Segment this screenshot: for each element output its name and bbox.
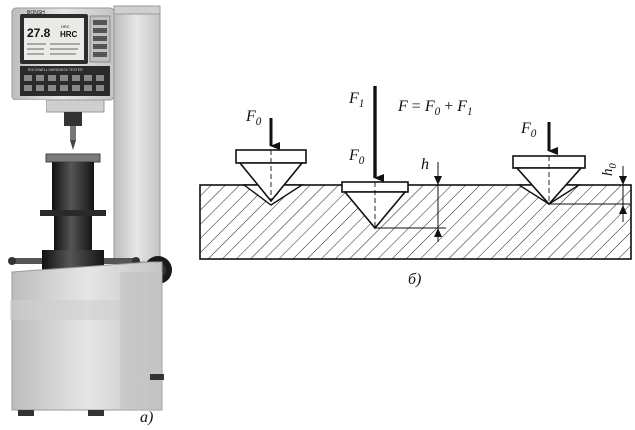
label-h0: h0 xyxy=(600,163,619,177)
caption-b: б) xyxy=(408,271,421,288)
label-f0-2: F0 xyxy=(348,147,365,167)
caption-a: а) xyxy=(140,409,153,426)
hardness-unit-small: HRC xyxy=(61,24,70,29)
dimension-h xyxy=(375,162,446,242)
tester-column xyxy=(113,5,161,263)
label-f0-3: F0 xyxy=(520,120,537,140)
indentation-scheme: F0 F1 F0 F = F0 + F1 h F0 xyxy=(199,86,632,288)
indenter-1 xyxy=(235,149,307,203)
force-formula: F = F0 + F1 xyxy=(397,98,473,118)
lifting-screw xyxy=(52,162,94,210)
hardness-value: 27.8 xyxy=(27,26,51,40)
keypad-buttons xyxy=(93,20,107,57)
anvil xyxy=(45,153,101,163)
display-screen xyxy=(24,18,84,60)
brand-label: BONSH xyxy=(27,10,45,16)
dimension-h0 xyxy=(549,166,630,222)
label-f0-1: F0 xyxy=(245,108,262,128)
indenter-2 xyxy=(341,181,409,230)
panel-buttons xyxy=(24,75,104,91)
hardness-tester-photo: BONSH 27.8 HRC HRC ROCKWELL HARDNESS TES… xyxy=(8,5,172,426)
indenter-3 xyxy=(512,155,586,206)
label-f1: F1 xyxy=(348,90,364,110)
hardness-unit: HRC xyxy=(60,30,78,39)
panel-label: ROCKWELL HARDNESS TESTER xyxy=(28,68,83,72)
label-h: h xyxy=(421,156,429,173)
indenter-tip xyxy=(70,140,76,150)
screen-info-lines xyxy=(27,43,80,55)
